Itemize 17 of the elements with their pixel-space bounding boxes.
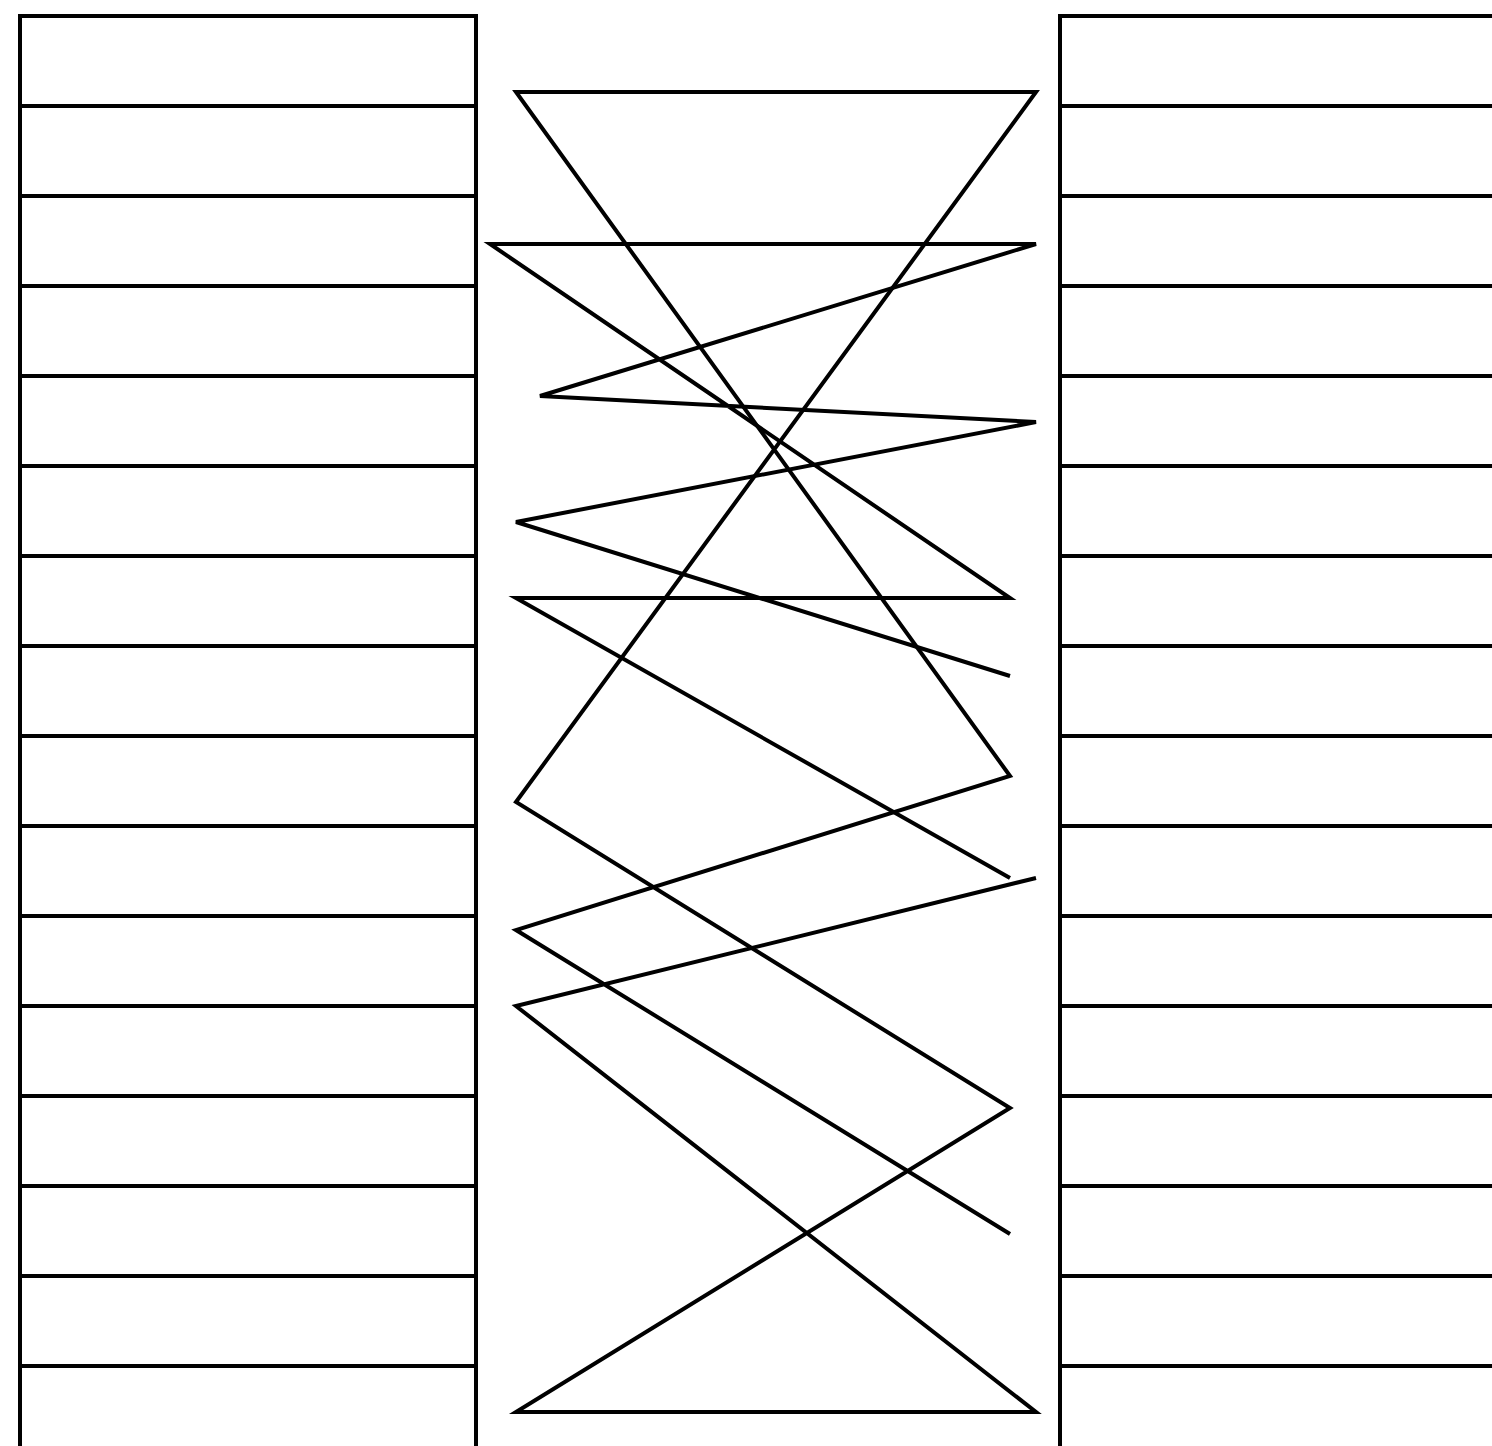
- empty-cell: [18, 14, 478, 108]
- empty-cell: [18, 644, 478, 738]
- empty-cell: [18, 104, 478, 198]
- empty-cell: [18, 1364, 478, 1446]
- empty-cell: [18, 914, 478, 1008]
- empty-cell: [18, 284, 478, 378]
- empty-cell: [18, 464, 478, 558]
- empty-cell: [18, 734, 478, 828]
- empty-cell: [18, 1184, 478, 1278]
- empty-cell: [1058, 14, 1492, 108]
- empty-cell: [18, 1004, 478, 1098]
- empty-cell: [18, 374, 478, 468]
- empty-cell: [18, 1094, 478, 1188]
- empty-cell: [18, 824, 478, 918]
- empty-cell: [18, 554, 478, 648]
- empty-cell: [18, 1274, 478, 1368]
- empty-cell: [18, 194, 478, 288]
